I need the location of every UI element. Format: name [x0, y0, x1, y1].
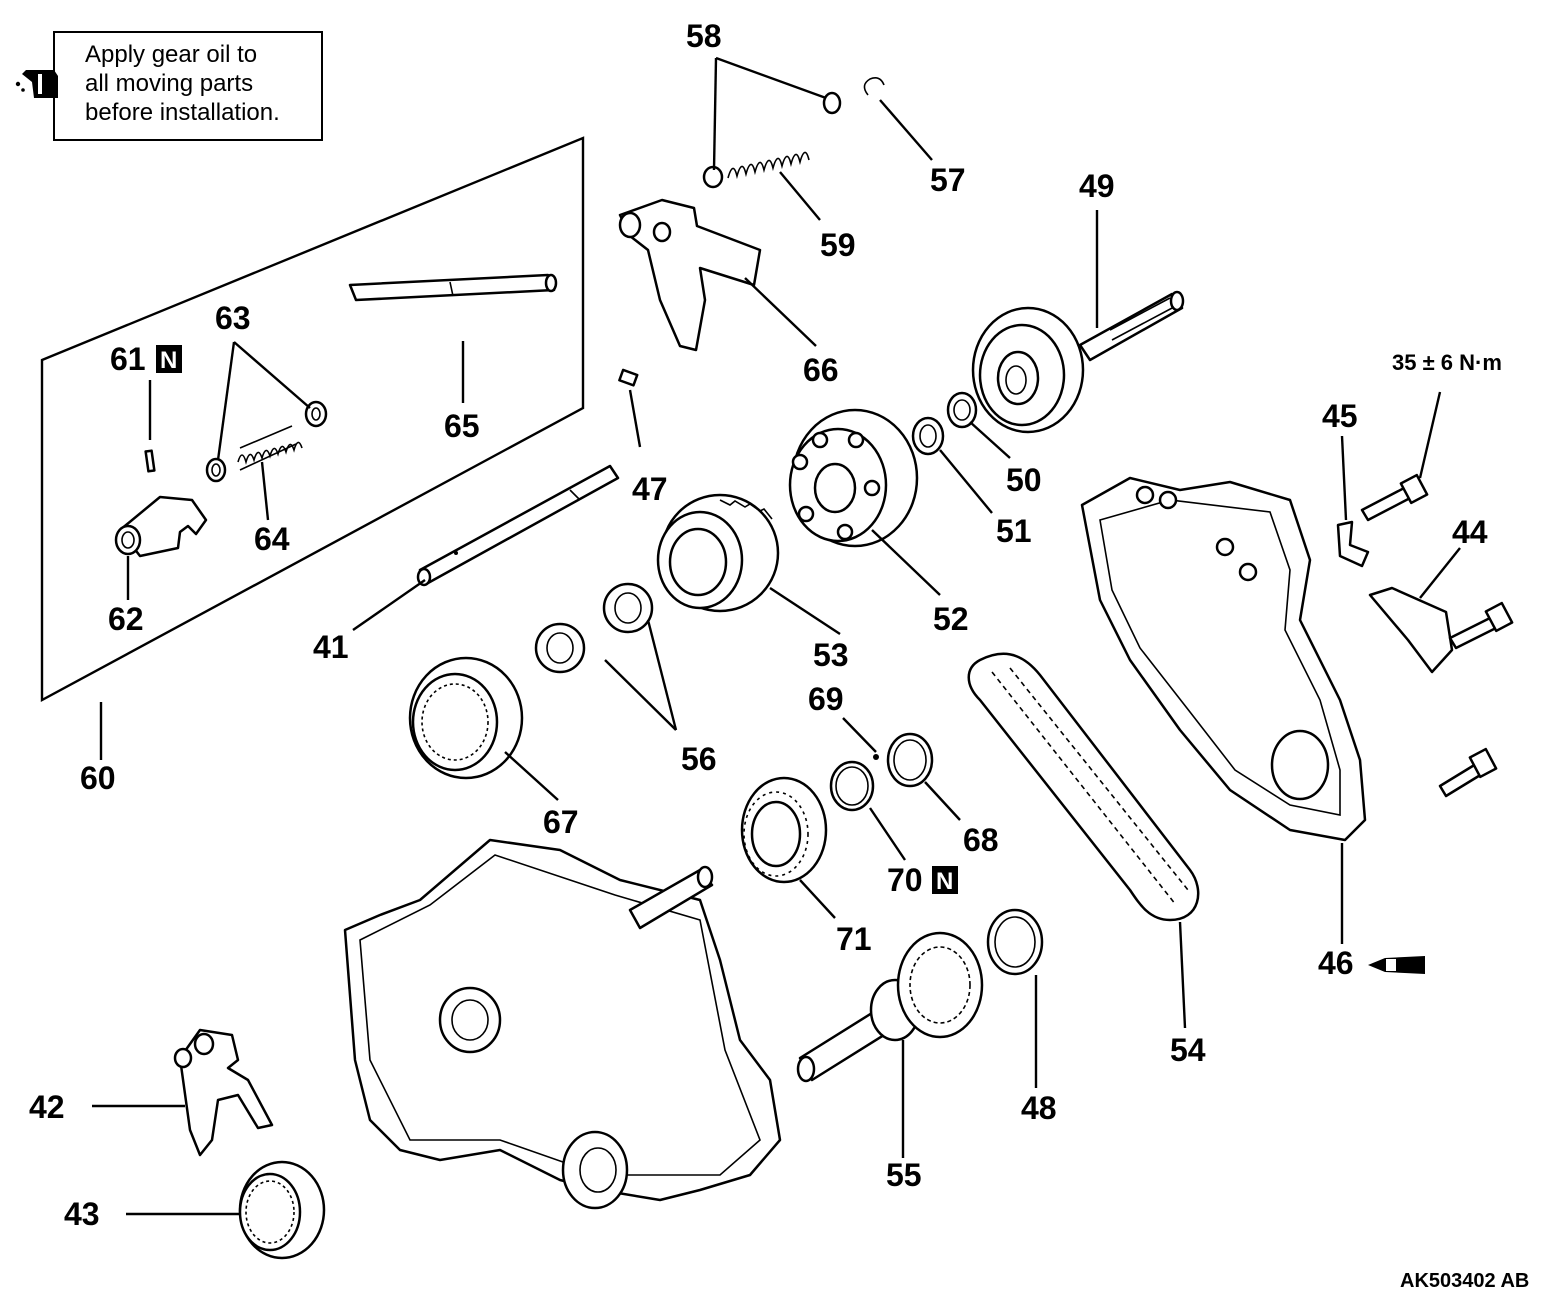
rear-case-46: [1080, 476, 1367, 842]
ball-69: [873, 754, 879, 760]
needle-bearing-56b: [534, 622, 586, 674]
callout-42: 42: [29, 1089, 65, 1125]
callout-71: 71: [836, 921, 872, 957]
bolt-45: [1360, 473, 1429, 522]
drive-sprocket-71: [740, 776, 828, 884]
pin-61: [144, 449, 156, 473]
spacer-68: [886, 732, 934, 788]
bracket-44: [1368, 586, 1454, 674]
gear-oil-note: Apply gear oil to all moving parts befor…: [53, 31, 323, 141]
callout-60: 60: [80, 760, 116, 796]
snap-ring-57: [863, 77, 885, 96]
callout-44: 44: [1452, 514, 1488, 550]
callout-66: 66: [803, 352, 839, 388]
callout-43: 43: [64, 1196, 100, 1232]
output-shaft-49: [971, 290, 1185, 434]
pin-47: [618, 368, 639, 387]
callout-55: 55: [886, 1157, 922, 1193]
callout-numbers: 58 57 59 49 66 63 61 65 50 47 45 51 64 4…: [29, 18, 1488, 1232]
callout-62: 62: [108, 601, 144, 637]
svg-text:N: N: [160, 347, 177, 374]
sleeve-43: [238, 1160, 326, 1260]
torque-spec: 35 ± 6 N·m: [1392, 350, 1502, 375]
front-case: [343, 838, 782, 1210]
shift-rail-41: [416, 464, 620, 587]
new-part-badge-70: N: [932, 866, 958, 895]
bushing-63b: [304, 400, 328, 428]
bushing-63a: [205, 457, 227, 483]
planetary-carrier-52: [788, 408, 919, 548]
callout-64: 64: [254, 521, 290, 557]
note-line-3: before installation.: [85, 99, 280, 126]
shift-fork-66: [618, 198, 762, 352]
callout-49: 49: [1079, 168, 1115, 204]
callout-67: 67: [543, 804, 579, 840]
sun-gear-53: [656, 493, 780, 613]
callout-53: 53: [813, 637, 849, 673]
callout-52: 52: [933, 601, 969, 637]
callout-63: 63: [215, 300, 251, 336]
callout-61: 61: [110, 341, 146, 377]
bolt-44: [1448, 601, 1514, 650]
sealant-tube-icon: [1368, 956, 1425, 974]
callout-56: 56: [681, 741, 717, 777]
spring-59: [727, 151, 810, 180]
needle-bearing-56a: [602, 582, 654, 634]
callout-68: 68: [963, 822, 999, 858]
shaft-sprocket-55: [796, 931, 984, 1083]
callout-51: 51: [996, 513, 1032, 549]
note-line-1: Apply gear oil to: [85, 41, 258, 68]
callout-41: 41: [313, 629, 349, 665]
callout-48: 48: [1021, 1090, 1057, 1126]
drive-chain-54: [967, 652, 1200, 922]
note-line-2: all moving parts: [85, 70, 254, 97]
shift-fork-42: [173, 1028, 274, 1157]
callout-58: 58: [686, 18, 722, 54]
callout-65: 65: [444, 408, 480, 444]
callout-50: 50: [1006, 462, 1042, 498]
bracket-45: [1336, 520, 1370, 568]
shift-lug-62: [114, 495, 208, 558]
shift-rail-65: [348, 273, 558, 302]
subassembly-60-outline: [40, 136, 585, 703]
callout-57: 57: [930, 162, 966, 198]
ring-58a: [702, 165, 724, 189]
ring-gear-67: [408, 656, 524, 780]
new-part-badge-61: N: [156, 345, 182, 374]
washer-48: [986, 908, 1044, 976]
needle-bearing-51: [911, 416, 945, 456]
callout-46: 46: [1318, 945, 1354, 981]
bolt-46: [1438, 747, 1498, 798]
svg-text:N: N: [936, 868, 953, 895]
oil-can-icon: [15, 70, 58, 98]
callout-54: 54: [1170, 1032, 1206, 1068]
leader-lines: [92, 56, 1461, 1216]
needle-bearing-50: [946, 391, 978, 429]
ring-58b: [822, 91, 842, 115]
callout-69: 69: [808, 681, 844, 717]
figure-id: AK503402 AB: [1400, 1270, 1529, 1292]
callout-47: 47: [632, 471, 668, 507]
spring-64: [237, 425, 303, 471]
callout-70: 70: [887, 862, 923, 898]
callout-59: 59: [820, 227, 856, 263]
callout-45: 45: [1322, 398, 1358, 434]
snap-ring-70: [829, 760, 875, 812]
